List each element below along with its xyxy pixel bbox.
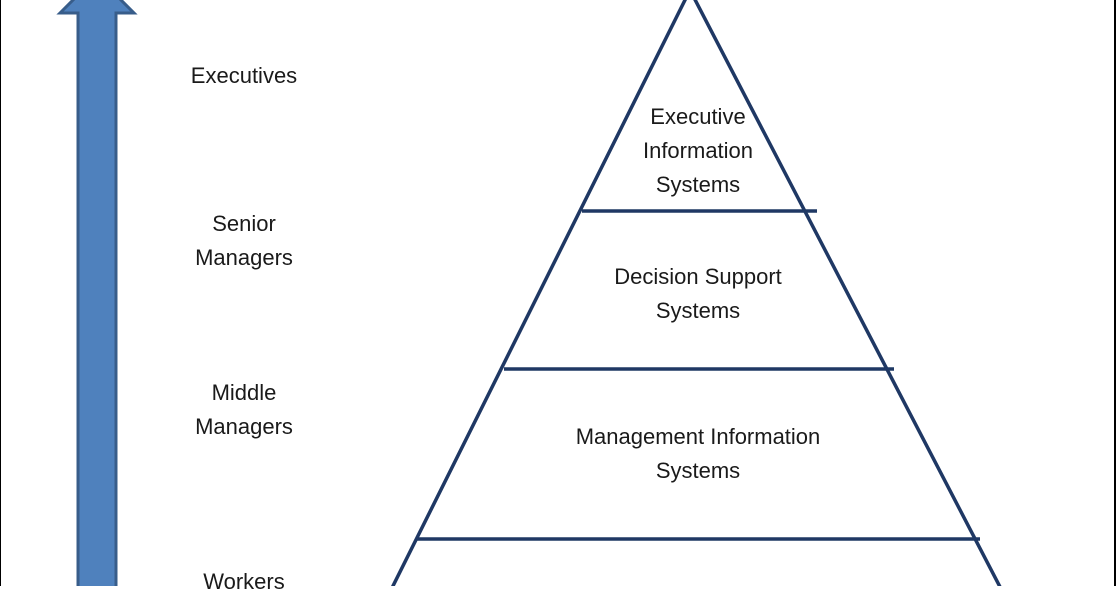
text-line: Managers [195,414,293,439]
text-line: Management Information [575,424,821,449]
level-label-executives: Executives [164,59,324,93]
hierarchy-up-arrow [56,0,138,586]
level-label-workers: Workers [164,565,324,599]
pyramid-diagram [56,0,1002,586]
pyramid-outline [391,0,1002,586]
text-line: Systems [655,298,741,323]
text-line: Managers [195,245,293,270]
text-line: Systems [655,172,741,197]
text-line: Middle [211,380,277,405]
text-line: Systems [655,458,741,483]
text-line: Senior [212,211,276,236]
text-line: Information [642,138,754,163]
text-line: Decision Support [614,264,782,289]
text-line: Executives [190,63,298,88]
text-line: Workers [203,569,285,594]
text-line: Executive [650,104,746,129]
